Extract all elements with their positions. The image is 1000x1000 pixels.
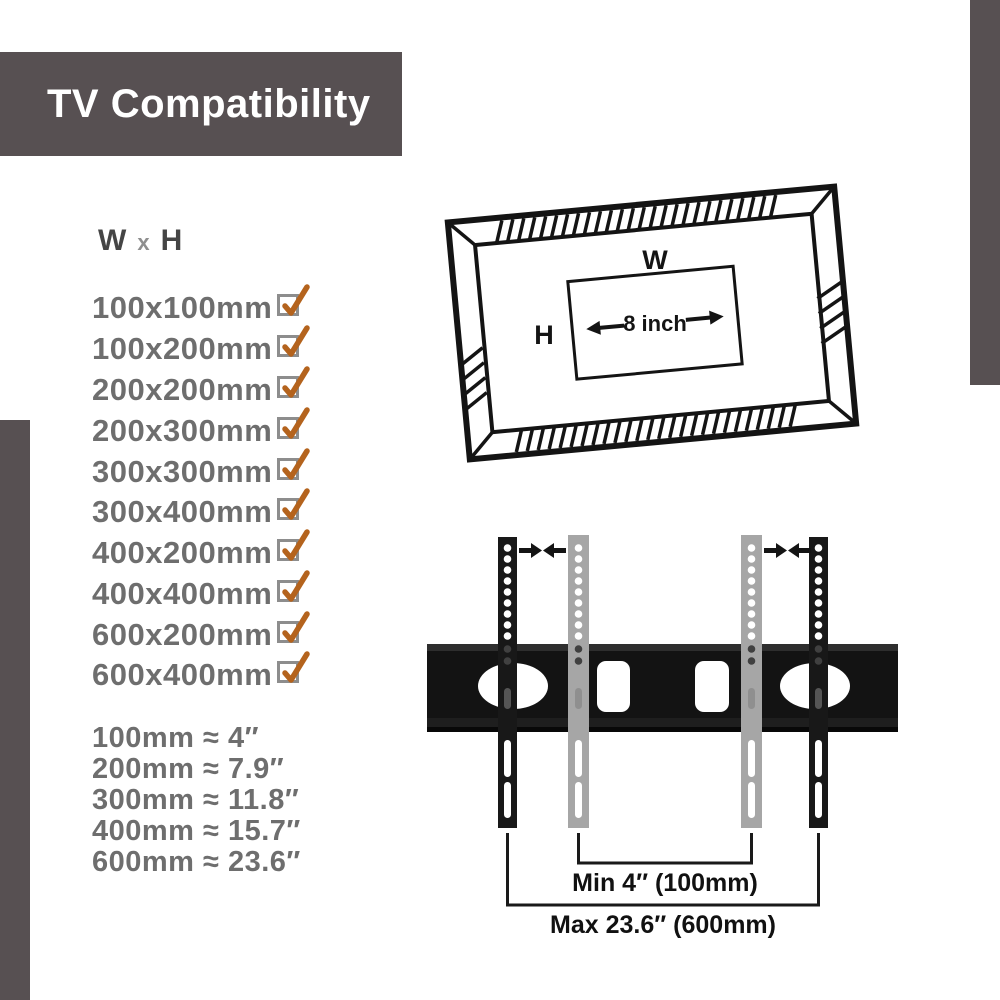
left-accent-bar bbox=[0, 420, 30, 1000]
vesa-size-label: 400x400mm bbox=[92, 576, 273, 611]
conversion-item: 600mm ≈ 23.6″ bbox=[92, 846, 301, 878]
vesa-row: 200x200mm bbox=[92, 366, 332, 412]
checkbox-checked bbox=[277, 651, 310, 683]
max-dimension-bracket bbox=[506, 833, 820, 907]
checkmark-icon bbox=[282, 448, 310, 480]
frame-hatching bbox=[449, 188, 855, 458]
vesa-row: 400x200mm bbox=[92, 529, 332, 575]
checkbox-checked bbox=[277, 284, 310, 316]
vesa-size-label: 300x400mm bbox=[92, 494, 273, 529]
checkmark-icon bbox=[282, 651, 310, 683]
vesa-size-label: 200x300mm bbox=[92, 413, 273, 448]
vesa-size-label: 100x100mm bbox=[92, 290, 273, 325]
checkbox-checked bbox=[277, 611, 310, 643]
checkbox-checked bbox=[277, 448, 310, 480]
checkbox-checked bbox=[277, 529, 310, 561]
right-accent-bar bbox=[970, 0, 1000, 385]
slide-arrow-right-icon bbox=[519, 543, 542, 558]
conversion-item: 400mm ≈ 15.7″ bbox=[92, 815, 301, 847]
vesa-row: 400x400mm bbox=[92, 570, 332, 616]
vesa-header-x: x bbox=[137, 230, 150, 255]
checkmark-icon bbox=[282, 611, 310, 643]
checkbox-checked bbox=[277, 325, 310, 357]
tv-diagram: W H 8 inch bbox=[444, 183, 860, 463]
vesa-row: 100x200mm bbox=[92, 325, 332, 371]
vesa-row: 600x200mm bbox=[92, 611, 332, 657]
vesa-size-label: 100x200mm bbox=[92, 331, 273, 366]
vesa-row: 600x400mm bbox=[92, 651, 332, 697]
rail-gray-left bbox=[568, 535, 589, 828]
conversion-item: 300mm ≈ 11.8″ bbox=[92, 784, 300, 816]
rail-gray-right bbox=[741, 535, 762, 828]
tv-depth-label: 8 inch bbox=[623, 311, 687, 336]
rail-black-left bbox=[498, 537, 517, 828]
tv-frame bbox=[444, 183, 860, 463]
slide-arrow-left-icon bbox=[788, 543, 811, 558]
vesa-row: 300x300mm bbox=[92, 448, 332, 494]
vesa-size-label: 600x200mm bbox=[92, 617, 273, 652]
slide-arrow-right-icon bbox=[764, 543, 787, 558]
vesa-size-label: 200x200mm bbox=[92, 372, 273, 407]
vesa-plate-outline bbox=[566, 264, 744, 381]
slide-arrow-left-icon bbox=[543, 543, 566, 558]
vesa-size-label: 400x200mm bbox=[92, 535, 273, 570]
vesa-header-h: H bbox=[160, 224, 183, 257]
plate-cutout-right bbox=[695, 661, 729, 712]
checkbox-checked bbox=[277, 570, 310, 602]
conversion-item: 100mm ≈ 4″ bbox=[92, 722, 260, 754]
vesa-row: 100x100mm bbox=[92, 284, 332, 330]
tv-width-label: W bbox=[642, 245, 668, 275]
vesa-row: 300x400mm bbox=[92, 488, 332, 534]
checkmark-icon bbox=[282, 407, 310, 439]
vesa-row: 200x300mm bbox=[92, 407, 332, 453]
checkbox-checked bbox=[277, 366, 310, 398]
width-arrow-icon bbox=[586, 310, 724, 335]
checkmark-icon bbox=[282, 284, 310, 316]
tv-height-label: H bbox=[534, 320, 554, 350]
checkmark-icon bbox=[282, 488, 310, 520]
rail-black-right bbox=[809, 537, 828, 828]
checkmark-icon bbox=[282, 366, 310, 398]
checkmark-icon bbox=[282, 325, 310, 357]
checkbox-checked bbox=[277, 407, 310, 439]
min-dimension-label: Min 4″ (100mm) bbox=[572, 869, 758, 897]
title-banner: TV Compatibility bbox=[0, 52, 402, 156]
checkmark-icon bbox=[282, 570, 310, 602]
checkmark-icon bbox=[282, 529, 310, 561]
bracket-diagram: Min 4″ (100mm) Max 23.6″ (600mm) bbox=[427, 535, 898, 939]
plate-cutout-left bbox=[597, 661, 630, 712]
vesa-size-label: 600x400mm bbox=[92, 657, 273, 692]
vesa-header-w: W bbox=[98, 224, 127, 257]
min-dimension-bracket bbox=[577, 833, 753, 865]
max-dimension-label: Max 23.6″ (600mm) bbox=[550, 911, 776, 939]
vesa-size-label: 300x300mm bbox=[92, 454, 273, 489]
page-title: TV Compatibility bbox=[47, 82, 371, 126]
checkbox-checked bbox=[277, 488, 310, 520]
conversion-item: 200mm ≈ 7.9″ bbox=[92, 753, 285, 785]
